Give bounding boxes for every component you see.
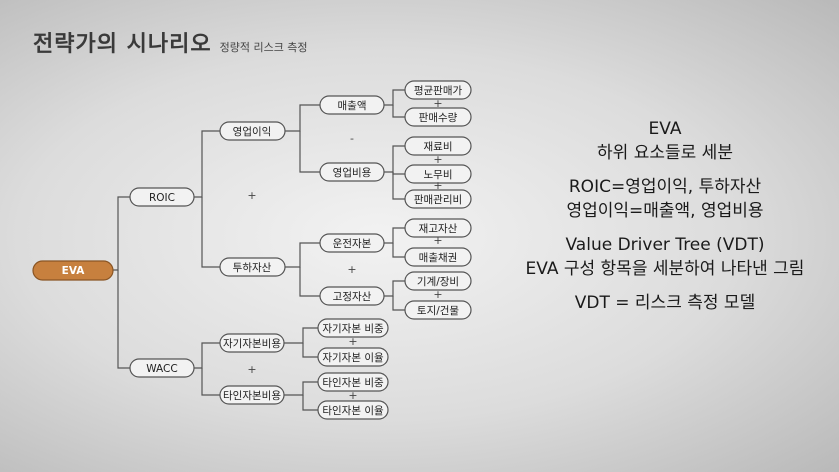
node-land: 토지/건물	[404, 300, 472, 320]
node-debt-rate: 타인자본 이율	[317, 400, 389, 420]
node-equity-cost: 자기자본비용	[219, 333, 285, 353]
node-avg-price: 평균판매가	[404, 80, 472, 100]
svg-text:자기자본비용: 자기자본비용	[223, 338, 281, 350]
operator-plus: +	[433, 234, 442, 247]
svg-text:영업비용: 영업비용	[333, 166, 372, 179]
svg-text:평균판매가: 평균판매가	[414, 85, 463, 97]
note-op-profit: 영업이익=매출액, 영업비용	[566, 201, 764, 221]
svg-text:운전자본: 운전자본	[333, 238, 372, 250]
svg-text:EVA: EVA	[62, 265, 86, 277]
node-roic: ROIC	[129, 187, 195, 207]
node-receivable: 매출채권	[404, 247, 472, 267]
node-equity-ratio: 자기자본 비중	[317, 318, 389, 338]
operator-minus: -	[350, 132, 354, 145]
svg-text:투하자산: 투하자산	[233, 261, 272, 274]
svg-text:WACC: WACC	[146, 363, 177, 375]
node-machine: 기계/장비	[404, 271, 472, 291]
node-inventory: 재고자산	[404, 218, 472, 238]
svg-text:자기자본 비중: 자기자본 비중	[322, 323, 384, 335]
operator-plus: +	[247, 363, 256, 376]
note-vdt-model: VDT = 리스크 측정 모델	[574, 293, 756, 313]
operator-plus: +	[347, 263, 356, 276]
svg-text:기계/장비: 기계/장비	[417, 276, 459, 288]
svg-text:노무비: 노무비	[424, 169, 453, 181]
slide-subtitle: 정량적 리스크 측정	[219, 41, 308, 54]
node-wacc: WACC	[129, 358, 195, 378]
operator-plus: +	[433, 153, 442, 166]
svg-text:토지/건물: 토지/건물	[417, 305, 460, 317]
svg-text:타인자본 비중: 타인자본 비중	[322, 377, 384, 389]
node-material: 재료비	[404, 136, 472, 156]
node-sales-qty: 판매수량	[404, 107, 472, 127]
node-sales: 매출액	[319, 95, 385, 115]
node-labor: 노무비	[404, 164, 472, 184]
operator-plus: +	[433, 179, 442, 192]
operator-plus: +	[348, 335, 357, 348]
node-op-cost: 영업비용	[319, 162, 385, 182]
node-invested-capital: 투하자산	[219, 257, 286, 277]
svg-text:판매수량: 판매수량	[419, 112, 458, 124]
svg-text:판매관리비: 판매관리비	[414, 194, 462, 206]
slide-header: 전략가의 시나리오 정량적 리스크 측정	[33, 26, 308, 58]
node-fixed-asset: 고정자산	[319, 286, 385, 306]
operator-plus: +	[433, 288, 442, 301]
svg-text:타인자본비용: 타인자본비용	[223, 390, 281, 402]
note-eva: EVA	[648, 119, 682, 139]
svg-text:영업이익: 영업이익	[233, 125, 272, 138]
note-subdivide: 하위 요소들로 세분	[597, 143, 733, 163]
tree-connectors	[113, 89, 405, 411]
svg-text:재료비: 재료비	[424, 141, 453, 153]
svg-text:ROIC: ROIC	[149, 192, 175, 204]
node-equity-rate: 자기자본 이율	[317, 347, 389, 367]
slide-title: 전략가의 시나리오	[33, 31, 212, 57]
note-vdt-desc: EVA 구성 항목을 세분하여 나타낸 그림	[525, 259, 805, 279]
node-sga: 판매관리비	[404, 189, 472, 209]
note-roic: ROIC=영업이익, 투하자산	[568, 177, 762, 197]
svg-text:타인자본 이율: 타인자본 이율	[322, 405, 384, 417]
svg-text:매출액: 매출액	[338, 100, 367, 112]
node-working-capital: 운전자본	[319, 233, 385, 253]
operator-plus: +	[348, 389, 357, 402]
node-eva: EVA	[32, 260, 114, 281]
operator-plus: +	[433, 97, 442, 110]
svg-text:재고자산: 재고자산	[419, 223, 458, 235]
note-vdt: Value Driver Tree (VDT)	[565, 235, 765, 255]
svg-text:자기자본 이율: 자기자본 이율	[322, 352, 384, 364]
node-op-profit: 영업이익	[219, 121, 286, 141]
node-debt-cost: 타인자본비용	[219, 385, 285, 405]
svg-text:매출채권: 매출채권	[419, 252, 458, 264]
operator-plus: +	[247, 189, 256, 202]
svg-text:고정자산: 고정자산	[333, 291, 372, 303]
node-debt-ratio: 타인자본 비중	[317, 372, 389, 392]
explanation-panel: EVA 하위 요소들로 세분 ROIC=영업이익, 투하자산 영업이익=매출액,…	[500, 117, 830, 315]
